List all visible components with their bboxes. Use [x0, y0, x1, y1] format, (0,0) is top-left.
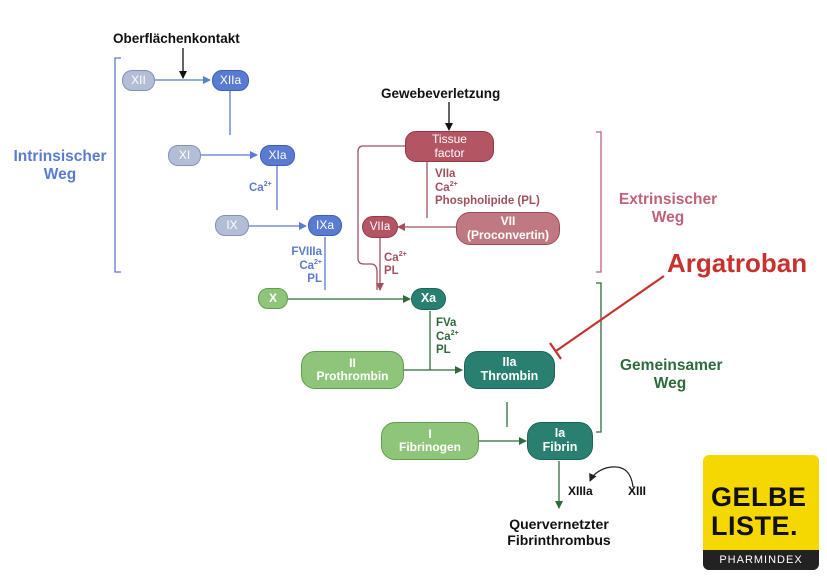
fva-pl: PL: [436, 344, 451, 357]
intrinsic-bracket: [114, 57, 121, 273]
logo-subtitle: PHARMINDEX: [703, 550, 819, 570]
factor-tissue-factor: Tissue factor: [405, 131, 494, 162]
cofactor-fviiia-group: FVIIIa Ca2+ PL: [284, 246, 322, 286]
logo-line1: GELBE: [711, 482, 807, 512]
factor-ix: IX: [215, 215, 249, 236]
vii-line2: (Proconvertin): [466, 227, 549, 242]
ia-line2: Fibrin: [542, 440, 578, 454]
common-line2: Weg: [653, 374, 687, 392]
viia-group-pl: PL: [384, 265, 399, 278]
ca-superscript: 2+: [263, 181, 272, 188]
argatroban-inhibition-line: [555, 275, 665, 352]
fva-text: FVa: [436, 317, 457, 329]
iia-line2: Thrombin: [480, 369, 539, 383]
fva-ca-text: Ca: [436, 331, 451, 344]
gelbe-liste-logo: GELBE LISTE. PHARMINDEX: [703, 455, 819, 570]
i-line1: I: [428, 426, 432, 441]
factor-xa: Xa: [411, 288, 446, 310]
label-common-pathway: Gemeinsamer Weg: [620, 357, 723, 393]
viia-group-ca-text: Ca: [384, 251, 399, 264]
intrinsic-line1: Intrinsischer: [13, 148, 107, 165]
tissue-group-viia: VIIa: [435, 168, 456, 180]
ia-line1: Ia: [554, 426, 566, 441]
factor-xiia: XIIa: [212, 70, 249, 91]
extrinsic-line2: Weg: [651, 208, 685, 226]
fva-ca: Ca2+: [436, 330, 459, 344]
factor-xii: XII: [122, 70, 155, 91]
common-line1: Gemeinsamer: [620, 357, 723, 374]
label-intrinsic-pathway: Intrinsischer Weg: [6, 148, 114, 184]
factor-x: X: [258, 288, 288, 309]
factor-ixa: IXa: [308, 215, 342, 236]
cofactor-fva-group: FVa Ca2+ PL: [436, 317, 459, 357]
fviiia-pl: PL: [307, 273, 322, 286]
i-line2: Fibrinogen: [399, 440, 461, 454]
iia-line1: IIa: [502, 355, 517, 370]
argatroban-inhibition-bar: [549, 342, 562, 360]
output-fibrinthrombus: Quervernetzter Fibrinthrombus: [488, 516, 630, 548]
ii-line2: Prothrombin: [316, 369, 389, 383]
tissue-factor-line1: Tissue: [432, 132, 467, 147]
factor-xia: XIa: [260, 145, 295, 166]
tissue-factor-line2: factor: [434, 145, 465, 160]
factor-xi: XI: [168, 145, 201, 166]
label-oberflaechenkontakt: Oberflächenkontakt: [113, 31, 240, 46]
tissue-group-ca-superscript: 2+: [449, 181, 458, 189]
drug-argatroban: Argatroban: [667, 248, 808, 278]
cofactor-ca-xia-ix: Ca2+: [249, 181, 272, 195]
fviiia-ca-text: Ca: [299, 260, 315, 273]
fviiia-ca: Ca2+: [284, 259, 322, 273]
tissue-group-ca-text: Ca: [435, 182, 450, 195]
common-bracket: [596, 282, 602, 433]
arrow-tissue-left: [357, 145, 405, 290]
ii-line1: II: [349, 355, 356, 370]
viia-group-ca: Ca2+: [384, 251, 407, 265]
extrinsic-line1: Extrinsischer: [618, 191, 718, 208]
factor-ii: II Prothrombin: [301, 351, 404, 389]
fviiia-text: FVIIIa: [291, 246, 322, 258]
viia-group-ca-superscript: 2+: [398, 251, 407, 258]
fviiia-ca-superscript: 2+: [314, 259, 322, 267]
extrinsic-bracket: [596, 131, 602, 273]
output-line1: Quervernetzter: [509, 516, 609, 532]
intrinsic-line2: Weg: [43, 165, 77, 183]
factor-xiiia: XIIIa: [568, 484, 593, 498]
factor-iia: IIa Thrombin: [464, 351, 555, 389]
label-gewebeverletzung: Gewebeverletzung: [381, 86, 501, 101]
ca-text: Ca: [249, 181, 264, 194]
arrow-xiii-xiiia: [589, 466, 634, 488]
factor-i: I Fibrinogen: [381, 422, 479, 460]
cofactor-viia-group: Ca2+ PL: [384, 251, 407, 278]
fva-ca-superscript: 2+: [450, 330, 459, 338]
factor-vii: VII (Proconvertin): [456, 212, 560, 245]
vii-line1: VII: [500, 214, 516, 229]
factor-ia: Ia Fibrin: [527, 422, 593, 460]
factor-viia: VIIa: [362, 216, 398, 238]
label-extrinsic-pathway: Extrinsischer Weg: [613, 191, 723, 227]
tissue-group-ca: Ca2+: [435, 181, 540, 195]
cofactor-tissue-group: VIIa Ca2+ Phospholipide (PL): [435, 168, 540, 208]
tissue-group-pl: Phospholipide (PL): [435, 195, 540, 208]
output-line2: Fibrinthrombus: [507, 532, 611, 549]
factor-xiii: XIII: [628, 484, 647, 498]
logo-line2: LISTE.: [711, 511, 799, 541]
